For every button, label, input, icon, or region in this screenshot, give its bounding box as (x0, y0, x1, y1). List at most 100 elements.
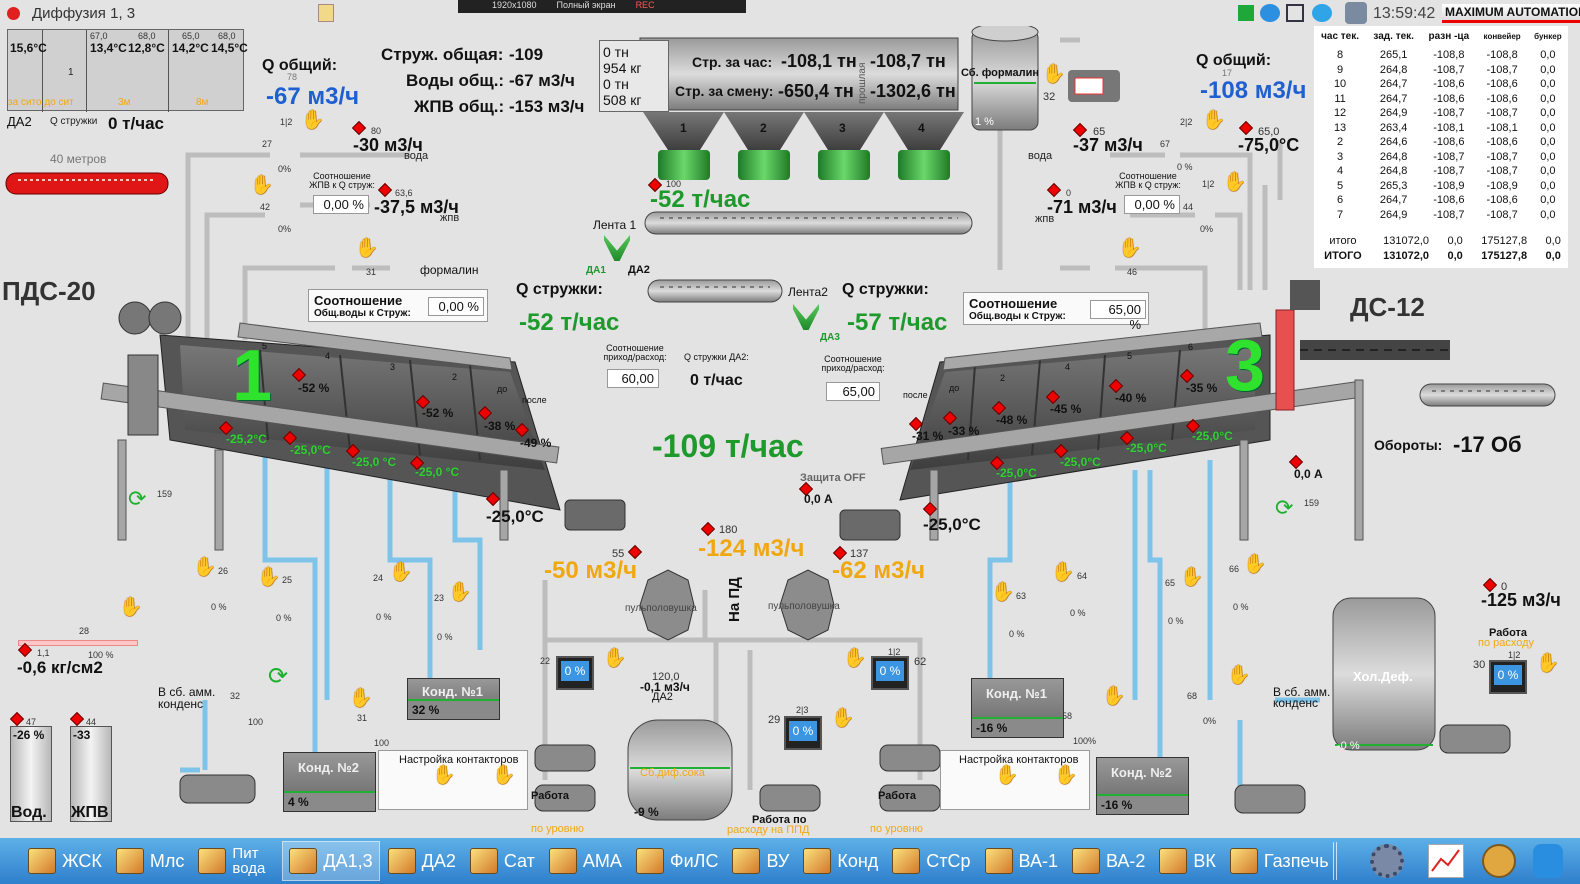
valve-42[interactable]: 42 (260, 202, 271, 212)
valve-30[interactable]: 30 (1473, 659, 1486, 671)
valve-62[interactable]: 62 (914, 656, 927, 668)
contactor-settings-left[interactable]: Настройка контакторов ✋ ✋ (378, 750, 528, 810)
hand-icon[interactable]: ✋ (448, 582, 472, 603)
hand-icon[interactable]: ✋ (1051, 562, 1075, 583)
pump-monitor-22[interactable]: 0 % (556, 656, 594, 690)
hand-icon[interactable]: ✋ (355, 238, 379, 259)
add-icon[interactable] (1238, 5, 1254, 21)
valve-26[interactable]: 26 (218, 566, 229, 576)
rec-label[interactable]: REC (635, 0, 655, 10)
valve-27[interactable]: 27 (262, 139, 273, 149)
hand-icon[interactable]: ✋ (1536, 653, 1560, 674)
valve-32[interactable]: 32 (230, 691, 241, 701)
taskbar-item[interactable]: Сат (464, 841, 541, 881)
condensate-2-tank[interactable]: Конд. №2 4 % (283, 752, 376, 812)
hand-icon[interactable]: ✋ (831, 708, 855, 729)
hand-touch-icon[interactable] (1533, 844, 1563, 878)
taskbar-item[interactable]: ВУ (726, 841, 795, 881)
valve-64[interactable]: 64 (1077, 571, 1088, 581)
hand-icon[interactable]: ✋ (1042, 64, 1066, 85)
hand-icon[interactable]: ✋ (1180, 567, 1204, 588)
taskbar-item[interactable]: АМА (543, 841, 628, 881)
taskbar-item[interactable]: ДА2 (382, 841, 462, 881)
valve-65[interactable]: 65 (1165, 578, 1176, 588)
user-icon[interactable] (1345, 2, 1367, 24)
left-ratio-input[interactable]: 0,00 % (313, 195, 369, 214)
hand-icon[interactable]: ✋ (991, 582, 1015, 603)
left-ratio2-input[interactable]: 0,00 % (428, 297, 484, 316)
table-cell: -108,6 (1486, 136, 1518, 149)
fan-icon[interactable]: ⟳ (128, 486, 147, 511)
settings-icon[interactable] (1370, 844, 1404, 878)
fan-icon[interactable]: ⟳ (1275, 495, 1294, 520)
contactor-settings-right[interactable]: Настройка контакторов (940, 750, 1090, 810)
valve-46[interactable]: 46 (1127, 267, 1138, 277)
hand-icon[interactable]: ✋ (1243, 554, 1267, 575)
condensate-1-tank-right[interactable]: Конд. №1 -16 % (971, 678, 1064, 738)
taskbar-item[interactable]: Конд (797, 841, 884, 881)
valve-58[interactable]: 58 (1062, 711, 1073, 721)
hand-icon[interactable]: ✋ (1202, 110, 1226, 131)
close-dot-icon[interactable] (7, 7, 20, 20)
valve-66[interactable]: 66 (1229, 564, 1240, 574)
pump-monitor-29[interactable]: 0 % (784, 716, 822, 750)
hand-icon[interactable]: ✋ (1102, 686, 1126, 707)
valve-22[interactable]: 22 (540, 656, 551, 666)
valve-29[interactable]: 29 (768, 714, 781, 726)
hand-icon[interactable]: ✋ (301, 110, 325, 131)
hand-icon[interactable]: ✋ (843, 648, 867, 669)
valve-63[interactable]: 63 (1016, 591, 1027, 601)
ratio-pr2-input[interactable]: 65,00 (826, 382, 880, 401)
condensate-1-tank[interactable]: Конд. №1 32 % (407, 678, 500, 720)
taskbar-item[interactable]: Млс (110, 841, 191, 881)
taskbar-item[interactable]: ВА-1 (979, 841, 1064, 881)
hand-icon[interactable]: ✋ (349, 688, 373, 709)
hand-icon[interactable]: ✋ (432, 765, 456, 786)
hand-icon[interactable]: ✋ (1054, 765, 1078, 786)
refresh-icon[interactable]: ⟳ (268, 663, 289, 690)
pump-monitor-62[interactable]: 0 % (871, 656, 909, 690)
valve-31b[interactable]: 31 (357, 713, 368, 723)
network-icon[interactable] (1286, 4, 1304, 22)
hand-icon[interactable]: ✋ (257, 567, 281, 588)
taskbar-item[interactable]: Газпечь (1224, 841, 1335, 881)
right-ratio2-input[interactable]: 65,00 % (1090, 300, 1146, 332)
clipboard-icon[interactable] (318, 4, 334, 22)
hand-icon[interactable]: ✋ (1223, 172, 1247, 193)
telegram-icon[interactable] (1312, 4, 1332, 22)
fullscreen-label[interactable]: Полный экран (556, 0, 616, 10)
valve-24[interactable]: 24 (373, 573, 384, 583)
hand-icon[interactable]: ✋ (995, 765, 1019, 786)
valve-31[interactable]: 31 (366, 267, 377, 277)
valve-67[interactable]: 67 (1160, 139, 1171, 149)
right-ratio-input[interactable]: 0,00 % (1124, 195, 1180, 214)
taskbar-item[interactable]: СтСр (886, 841, 976, 881)
remote-toolbar[interactable]: 1920x1080 Полный экран REC (458, 0, 746, 13)
valve-23[interactable]: 23 (434, 593, 445, 603)
hand-icon[interactable]: ✋ (250, 175, 274, 196)
valve-32-formalin[interactable]: 32 (1043, 91, 1056, 103)
engineer-icon[interactable] (1482, 844, 1516, 878)
valve-68[interactable]: 68 (1187, 691, 1198, 701)
taskbar-item[interactable]: ВК (1153, 841, 1222, 881)
hand-icon[interactable]: ✋ (119, 597, 143, 618)
taskbar-item[interactable]: ФиЛС (630, 841, 725, 881)
hand-icon[interactable]: ✋ (603, 648, 627, 669)
valve-28[interactable]: 28 (79, 626, 90, 636)
chart-icon[interactable] (1428, 844, 1464, 878)
hand-icon[interactable]: ✋ (389, 562, 413, 583)
hand-icon[interactable]: ✋ (1118, 238, 1142, 259)
taskbar-item[interactable]: ВА-2 (1066, 841, 1151, 881)
hand-icon[interactable]: ✋ (193, 557, 217, 578)
taskbar-item[interactable]: Пит вода (192, 841, 280, 881)
hand-icon[interactable]: ✋ (492, 765, 516, 786)
ratio-pr1-input[interactable]: 60,00 (607, 369, 659, 388)
pump-monitor-30[interactable]: 0 % (1489, 660, 1527, 694)
hand-icon[interactable]: ✋ (1227, 665, 1251, 686)
taskbar-item[interactable]: ДА1,3 (282, 841, 380, 881)
valve-25[interactable]: 25 (282, 575, 293, 585)
valve-44[interactable]: 44 (1183, 202, 1194, 212)
taskbar-item[interactable]: ЖСК (22, 841, 108, 881)
condensate-2-tank-right[interactable]: Конд. №2 -16 % (1096, 757, 1189, 815)
chat-icon[interactable] (1260, 4, 1280, 22)
